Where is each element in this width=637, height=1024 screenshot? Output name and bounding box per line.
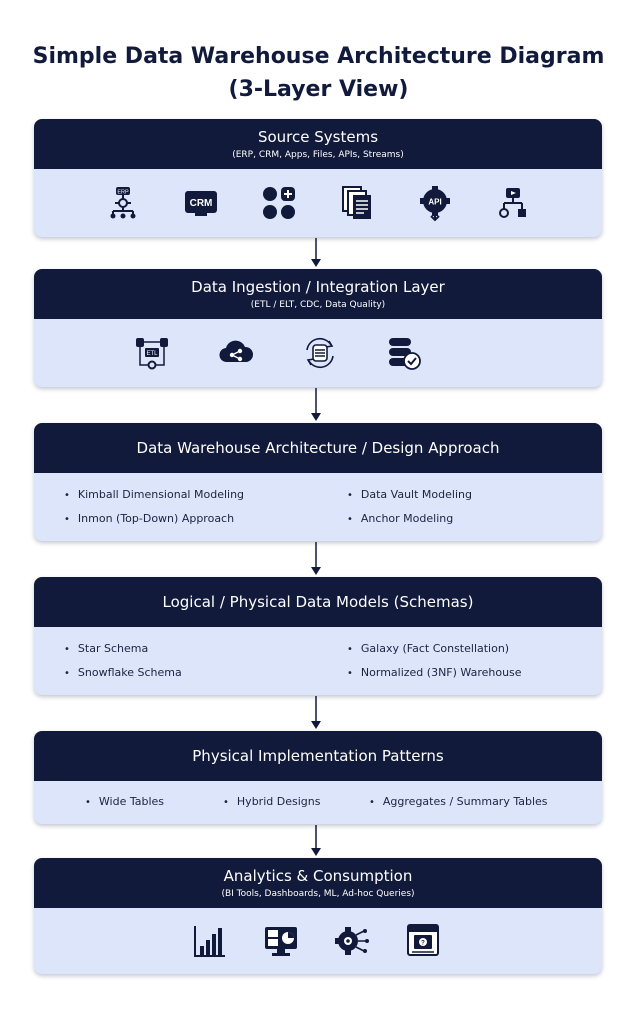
layer-body: Star Schema Galaxy (Fact Constellation) … bbox=[34, 627, 602, 695]
list-item: Star Schema bbox=[64, 642, 148, 655]
svg-text:ERP: ERP bbox=[117, 190, 129, 196]
api-icon: API bbox=[417, 185, 453, 221]
layer-title: Source Systems bbox=[257, 127, 379, 146]
list-item: Anchor Modeling bbox=[347, 512, 453, 525]
list-item: Normalized (3NF) Warehouse bbox=[347, 666, 522, 679]
crm-icon: CRM bbox=[183, 185, 219, 221]
report-icon: ? bbox=[405, 923, 441, 959]
flow-arrow bbox=[308, 388, 324, 422]
flow-arrow bbox=[308, 696, 324, 730]
layer-body: Wide Tables Hybrid Designs Aggregates / … bbox=[34, 781, 602, 824]
icon-row: ETL bbox=[34, 319, 602, 387]
streams-icon bbox=[495, 185, 531, 221]
flow-arrow bbox=[308, 542, 324, 576]
apps-icon bbox=[261, 185, 297, 221]
dashboard-icon bbox=[263, 923, 299, 959]
svg-text:API: API bbox=[428, 198, 441, 207]
layer-body: ? bbox=[34, 908, 602, 974]
svg-text:CRM: CRM bbox=[190, 198, 213, 209]
layer-subtitle: (ERP, CRM, Apps, Files, APIs, Streams) bbox=[232, 149, 404, 160]
list-item: Aggregates / Summary Tables bbox=[369, 795, 548, 808]
list-item: Inmon (Top-Down) Approach bbox=[64, 512, 234, 525]
layer-header: Data Ingestion / Integration Layer (ETL … bbox=[34, 269, 602, 319]
cloud-share-icon bbox=[218, 335, 254, 371]
layer-analytics-consumption: Analytics & Consumption (BI Tools, Dashb… bbox=[34, 858, 602, 974]
list-item: Hybrid Designs bbox=[223, 795, 321, 808]
layer-data-ingestion: Data Ingestion / Integration Layer (ETL … bbox=[34, 269, 602, 387]
layer-design-approach: Data Warehouse Architecture / Design App… bbox=[34, 423, 602, 541]
list-item: Kimball Dimensional Modeling bbox=[64, 488, 244, 501]
layer-header: Data Warehouse Architecture / Design App… bbox=[34, 423, 602, 473]
layer-header: Source Systems (ERP, CRM, Apps, Files, A… bbox=[34, 119, 602, 169]
flow-arrow bbox=[308, 825, 324, 857]
diagram-title-line2: (3-Layer View) bbox=[228, 77, 409, 102]
list-item: Snowflake Schema bbox=[64, 666, 182, 679]
ml-gear-icon bbox=[334, 923, 370, 959]
layer-title: Physical Implementation Patterns bbox=[192, 746, 444, 765]
svg-text:?: ? bbox=[421, 941, 425, 947]
icon-row: ERP CRM bbox=[34, 169, 602, 237]
svg-text:ETL: ETL bbox=[146, 351, 158, 357]
layer-title: Data Ingestion / Integration Layer bbox=[191, 277, 445, 296]
layer-subtitle: (BI Tools, Dashboards, ML, Ad-hoc Querie… bbox=[221, 888, 415, 899]
diagram-title-line1: Simple Data Warehouse Architecture Diagr… bbox=[32, 44, 605, 69]
layer-header: Logical / Physical Data Models (Schemas) bbox=[34, 577, 602, 627]
layer-body: ETL bbox=[34, 319, 602, 387]
erp-icon: ERP bbox=[105, 185, 141, 221]
etl-icon: ETL bbox=[134, 335, 170, 371]
layer-body: Kimball Dimensional Modeling Data Vault … bbox=[34, 473, 602, 541]
bar-chart-icon bbox=[192, 923, 228, 959]
layer-header: Physical Implementation Patterns bbox=[34, 731, 602, 781]
layer-title: Analytics & Consumption bbox=[223, 866, 413, 885]
list-item: Data Vault Modeling bbox=[347, 488, 472, 501]
sync-database-icon bbox=[302, 335, 338, 371]
diagram-title: Simple Data Warehouse Architecture Diagr… bbox=[0, 40, 637, 106]
layer-title: Data Warehouse Architecture / Design App… bbox=[136, 438, 500, 457]
list-item: Wide Tables bbox=[85, 795, 164, 808]
layer-header: Analytics & Consumption (BI Tools, Dashb… bbox=[34, 858, 602, 908]
flow-arrow bbox=[308, 238, 324, 268]
database-check-icon bbox=[386, 335, 422, 371]
icon-row: ? bbox=[34, 908, 602, 974]
layer-body: ERP CRM bbox=[34, 169, 602, 237]
layer-data-models: Logical / Physical Data Models (Schemas)… bbox=[34, 577, 602, 695]
layer-title: Logical / Physical Data Models (Schemas) bbox=[162, 592, 474, 611]
list-item: Galaxy (Fact Constellation) bbox=[347, 642, 509, 655]
layer-source-systems: Source Systems (ERP, CRM, Apps, Files, A… bbox=[34, 119, 602, 237]
layer-implementation-patterns: Physical Implementation Patterns Wide Ta… bbox=[34, 731, 602, 824]
layer-subtitle: (ETL / ELT, CDC, Data Quality) bbox=[250, 299, 386, 310]
files-icon bbox=[339, 185, 375, 221]
